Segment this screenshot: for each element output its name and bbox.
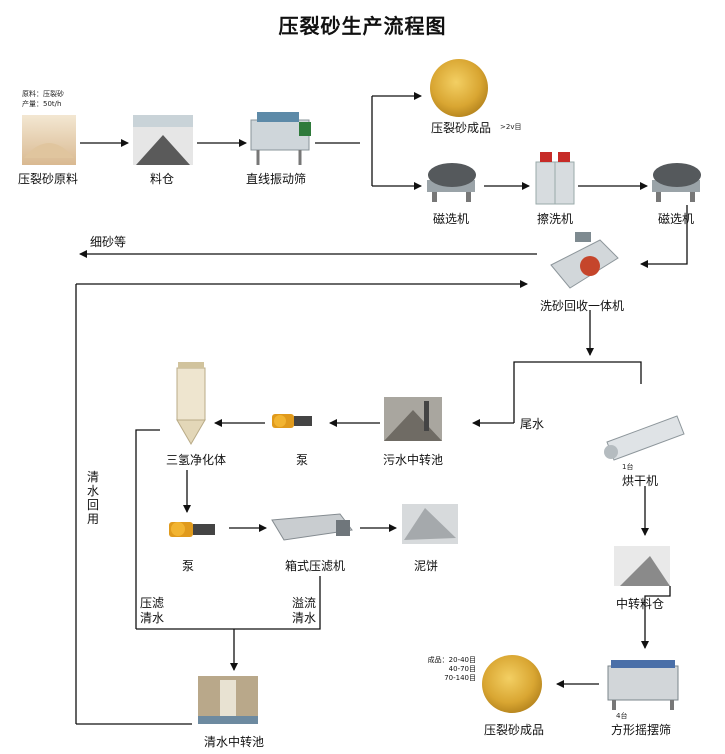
- line-split-lower: [513, 361, 642, 423]
- pump-2-image: [169, 522, 215, 537]
- edge-label-overflow-water: 溢流 清水: [292, 596, 317, 625]
- label-scrubber: 擦洗机: [537, 212, 574, 226]
- pump-1-image: [272, 414, 312, 428]
- scrubber-image: [535, 152, 575, 205]
- label-magnetic-2: 磁选机: [658, 212, 695, 226]
- label-square-screen-count: 4台: [616, 712, 628, 720]
- label-product-bottom: 压裂砂成品: [484, 723, 545, 737]
- label-magnetic-1: 磁选机: [433, 212, 470, 226]
- linear-screen-image: [250, 112, 311, 165]
- label-linear-screen: 直线振动筛: [246, 172, 307, 186]
- sewage-tank-image: [384, 397, 442, 441]
- raw-material-info-1: 原料：压裂砂: [22, 90, 64, 98]
- label-clear-water-tank: 清水中转池: [204, 735, 265, 749]
- dryer-image: [604, 415, 685, 461]
- label-sand-recycler: 洗砂回收一体机: [540, 299, 625, 313]
- clear-water-tank-image: [198, 676, 258, 724]
- label-sewage-tank: 污水中转池: [383, 453, 444, 467]
- label-transfer-bin: 中转料仓: [616, 597, 665, 611]
- transfer-bin-image: [614, 546, 670, 586]
- product-top-image: [430, 59, 488, 117]
- label-raw-material: 压裂砂原料: [18, 172, 79, 186]
- label-pump-2: 泵: [182, 559, 195, 573]
- sand-recycler-image: [550, 232, 619, 289]
- label-square-screen: 方形摇摆筛: [611, 723, 672, 737]
- arrow-magnetic-2-to-recycler: [640, 205, 688, 268]
- raw-material-image: [22, 115, 76, 165]
- label-mud-cake: 泥饼: [414, 559, 439, 573]
- page-title: 压裂砂生产流程图: [278, 14, 447, 38]
- line-press-water: [135, 429, 160, 629]
- label-product-top: 压裂砂成品: [431, 121, 492, 135]
- label-pump-1: 泵: [296, 453, 309, 467]
- label-bin: 料仓: [150, 172, 175, 186]
- product-specs: 成品：20-40目 40-70目 70-140目: [427, 656, 476, 682]
- raw-material-info-2: 产量：50t/h: [22, 100, 62, 108]
- square-screen-image: [607, 660, 679, 710]
- filter-press-image: [271, 513, 353, 541]
- product-bottom-image: [482, 655, 542, 713]
- label-dryer-count: 1台: [622, 463, 634, 471]
- arrow-bin-to-screen-bottom: [641, 586, 671, 649]
- magnetic-separator-2-image: [652, 163, 701, 202]
- line-overflow-water: [136, 576, 321, 630]
- magnetic-separator-1-image: [427, 163, 476, 202]
- edge-label-tail-water: 尾水: [520, 417, 545, 431]
- purifier-image: [176, 362, 206, 445]
- mud-cake-image: [402, 504, 458, 544]
- edge-label-press-water: 压滤 清水: [140, 596, 165, 625]
- label-filter-press: 箱式压滤机: [285, 559, 346, 573]
- bin-image: [133, 115, 193, 165]
- edge-label-water-return: 清 水 回 用: [86, 470, 99, 526]
- label-dryer: 烘干机: [622, 474, 659, 488]
- edge-label-fine-sand: 细砂等: [90, 235, 127, 249]
- label-purifier: 三氢净化体: [166, 453, 227, 467]
- label-product-top-spec: >2v目: [500, 123, 522, 131]
